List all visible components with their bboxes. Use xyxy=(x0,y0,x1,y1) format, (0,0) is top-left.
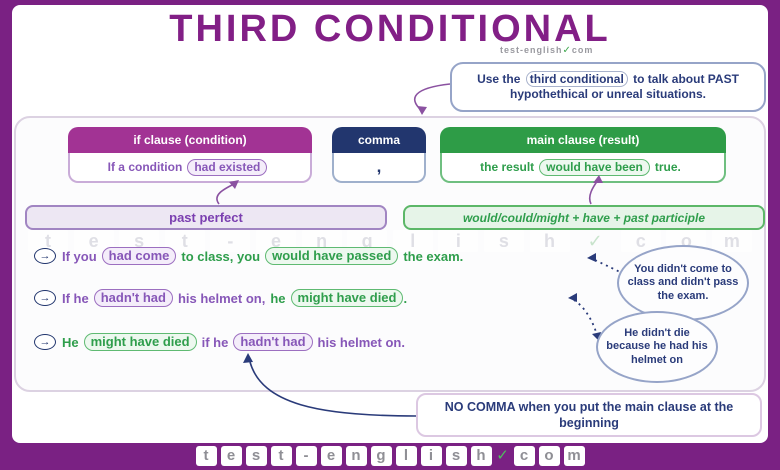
letter-tile: h xyxy=(529,230,570,252)
letter-tile: s xyxy=(119,230,160,252)
letter-tile: o xyxy=(538,446,560,466)
phrase-text: to class, you xyxy=(181,248,261,264)
letter-tile: e xyxy=(320,446,342,466)
letter-tile: c xyxy=(620,230,661,252)
phrase-text: , xyxy=(376,157,382,176)
brand-logo: test-english✓com xyxy=(500,45,593,56)
phrase-text: the exam. xyxy=(403,248,464,264)
letter-tile: h xyxy=(470,446,492,466)
if-clause-body: If a condition had existed xyxy=(68,153,312,183)
comma-body: , xyxy=(332,153,426,183)
if-clause-header: if clause (condition) xyxy=(68,127,312,153)
letter-tile: g xyxy=(370,446,392,466)
arrow-bullet-icon: → xyxy=(34,290,56,306)
modal-formula-bar: would/could/might + have + past particip… xyxy=(403,205,765,230)
past-perfect-bar: past perfect xyxy=(25,205,387,230)
main-clause-box: main clause (result) the result would hav… xyxy=(440,127,726,183)
letter-tile: s xyxy=(445,446,467,466)
letter-tile: i xyxy=(438,230,479,252)
letter-tile: n xyxy=(301,230,342,252)
phrase-text: if he xyxy=(201,334,229,350)
arrow-bullet-icon: → xyxy=(34,248,56,264)
verb-phrase-pill: might have died xyxy=(290,289,404,307)
letter-tile: - xyxy=(210,230,251,252)
letter-tile: l xyxy=(392,230,433,252)
letter-tile: t xyxy=(270,446,292,466)
usage-callout: Use the third conditional to talk about … xyxy=(450,62,766,112)
phrase-text: true. xyxy=(654,160,681,174)
letter-tile: s xyxy=(245,446,267,466)
arrow-bullet-icon: → xyxy=(34,334,56,350)
if-clause-box: if clause (condition) If a condition had … xyxy=(68,127,312,183)
comma-box: comma , xyxy=(332,127,426,183)
letter-tile: m xyxy=(563,446,585,466)
verb-phrase-pill: would have passed xyxy=(265,247,399,265)
letter-tile: t xyxy=(164,230,205,252)
verb-phrase-pill: had come xyxy=(101,247,177,265)
highlight-third-conditional: third conditional xyxy=(525,70,628,87)
letter-tile: - xyxy=(295,446,317,466)
verb-phrase-pill: would have been xyxy=(539,158,650,176)
verb-phrase-pill: hadn't had xyxy=(93,289,173,307)
verb-phrase-pill: hadn't had xyxy=(233,333,313,351)
usage-callout-text: Use the third conditional to talk about … xyxy=(477,70,739,101)
explanation-bubble-2: He didn't die because he had his helmet … xyxy=(596,311,718,383)
page-title: THIRD CONDITIONAL xyxy=(169,8,611,50)
phrase-text: If he xyxy=(62,290,89,306)
phrase-text: . xyxy=(403,290,408,306)
phrase-text: his helmet on. xyxy=(317,334,405,350)
letter-tile: n xyxy=(345,446,367,466)
phrase-text: he xyxy=(270,290,286,306)
letter-tile: l xyxy=(395,446,417,466)
letter-tile: g xyxy=(347,230,388,252)
phrase-text: He xyxy=(62,334,79,350)
letter-tile: m xyxy=(711,230,752,252)
phrase-text: the result xyxy=(480,160,535,174)
main-clause-header: main clause (result) xyxy=(440,127,726,153)
letter-tile: e xyxy=(255,230,296,252)
no-comma-callout: NO COMMA when you put the main clause at… xyxy=(416,393,762,437)
comma-header: comma xyxy=(332,127,426,153)
verb-phrase-pill: might have died xyxy=(83,333,197,351)
letter-tile: t xyxy=(195,446,217,466)
letter-tile: s xyxy=(483,230,524,252)
brand-tld: com xyxy=(571,45,594,55)
check-icon: ✓ xyxy=(587,231,603,251)
check-icon: ✓ xyxy=(562,45,572,56)
phrase-text: If a condition xyxy=(107,160,183,174)
letter-tile: e xyxy=(73,230,114,252)
phrase-text: If you xyxy=(62,248,97,264)
explanation-bubble-1: You didn't come to class and didn't pass… xyxy=(617,245,749,321)
letter-tile: i xyxy=(420,446,442,466)
letter-tile: e xyxy=(220,446,242,466)
brand-name: test-english xyxy=(500,45,563,55)
letter-tile: c xyxy=(513,446,535,466)
phrase-text: his helmet on, xyxy=(177,290,266,306)
check-icon: ✓ xyxy=(496,447,509,464)
verb-phrase-pill: had existed xyxy=(187,158,268,176)
letter-tile: t xyxy=(28,230,68,252)
main-clause-body: the result would have been true. xyxy=(440,153,726,183)
